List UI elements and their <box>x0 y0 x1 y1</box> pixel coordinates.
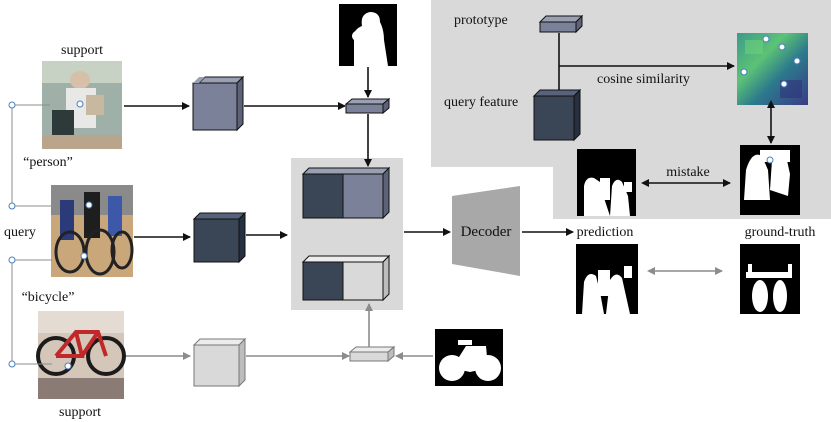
cosine-similarity-label: cosine similarity <box>597 72 690 87</box>
prediction-label: prediction <box>577 225 634 240</box>
bracket-dot <box>8 101 16 109</box>
query-feature-label: query feature <box>444 95 518 110</box>
ground-truth-label: ground-truth <box>745 225 816 240</box>
support-top-label: support <box>61 43 103 58</box>
mistake-label: mistake <box>666 165 710 180</box>
prediction-mask-bottom <box>576 244 638 314</box>
bicycle-prototype-box <box>348 345 396 363</box>
prediction-mask-top <box>577 149 636 216</box>
ground-truth-mask-top <box>740 145 800 215</box>
query-feature-cube <box>192 211 247 264</box>
bicycle-feature-cube <box>192 337 247 388</box>
query-feature-cube-right <box>532 88 582 142</box>
bicycle-label: “bicycle” <box>22 290 75 305</box>
support-person-image <box>42 61 122 149</box>
similarity-map <box>737 33 808 105</box>
bracket-dot <box>8 256 16 264</box>
support-bicycle-image <box>36 311 126 399</box>
bicycle-mask <box>435 329 503 386</box>
decoder-label: Decoder <box>461 224 512 240</box>
query-label: query <box>4 225 36 240</box>
fused-cube-bicycle <box>301 254 391 302</box>
person-label: “person” <box>23 155 73 170</box>
bracket-dot <box>8 202 16 210</box>
similarity-connector <box>558 33 735 90</box>
prototype-label: prototype <box>454 13 508 28</box>
support-prototype-box <box>344 97 391 115</box>
decoder-block <box>452 186 520 276</box>
support-feature-cube <box>192 75 245 132</box>
query-cyclists-image <box>51 185 134 277</box>
left-bracket <box>11 104 52 365</box>
analysis-panel <box>431 0 831 219</box>
prototype-vector-box <box>538 14 584 34</box>
black-arrows <box>124 67 574 241</box>
person-mask <box>339 4 397 66</box>
support-bottom-label: support <box>59 405 101 420</box>
bracket-dot <box>8 360 16 368</box>
ground-truth-mask-bottom <box>740 244 800 314</box>
fused-cube-person <box>301 166 391 220</box>
gray-arrows <box>126 267 723 360</box>
